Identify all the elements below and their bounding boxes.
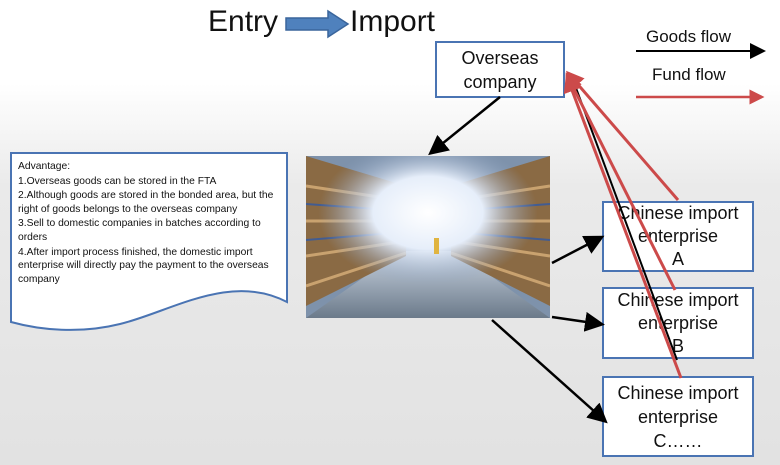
goods-arrow-to-enterprise-b	[551, 311, 605, 332]
warehouse-image	[306, 156, 550, 318]
enterprise-a-line-3: A	[671, 249, 684, 269]
overseas-line-1: Overseas	[461, 47, 539, 68]
goods-arrow-overseas-to-warehouse	[428, 96, 501, 156]
fund-arrow-from-enterprise-a	[566, 70, 680, 201]
enterprise-b-box: Chinese import enterprise B	[602, 287, 754, 359]
title-entry: Entry	[208, 5, 279, 38]
advantage-point-2: 2.Although goods are stored in the bonde…	[18, 190, 274, 215]
fund-arrow-from-enterprise-b	[565, 72, 677, 291]
enterprise-c-line-3: C……	[653, 430, 703, 451]
overseas-line-2: company	[463, 71, 537, 92]
goods-arrow-to-enterprise-c	[491, 319, 608, 424]
title-arrow-icon	[285, 9, 350, 39]
advantage-point-4: 4.After import process finished, the dom…	[18, 246, 269, 285]
advantage-point-3: 3.Sell to domestic companies in batches …	[18, 218, 261, 243]
title-import: Import	[350, 5, 436, 38]
goods-line-overseas-to-b	[572, 79, 678, 361]
legend-fund-flow-label: Fund flow	[652, 65, 726, 84]
enterprise-b-line-3: B	[671, 335, 684, 356]
overseas-company-box: Overseas company	[435, 41, 565, 98]
fund-arrow-from-enterprise-c	[563, 74, 683, 379]
enterprise-b-line-1: Chinese import	[617, 289, 739, 310]
enterprise-a-line-1: Chinese import	[617, 203, 739, 223]
advantage-panel	[10, 152, 288, 331]
enterprise-c-line-2: enterprise	[637, 406, 719, 427]
advantage-text: Advantage: 1.Overseas goods can be store…	[18, 160, 280, 287]
enterprise-a-line-2: enterprise	[637, 226, 719, 246]
advantage-point-1: 1.Overseas goods can be stored in the FT…	[18, 175, 217, 187]
goods-arrow-to-enterprise-a	[551, 235, 605, 265]
advantage-heading: Advantage:	[18, 161, 71, 172]
enterprise-c-line-1: Chinese import	[617, 382, 739, 403]
legend-goods-flow-label: Goods flow	[646, 27, 732, 46]
